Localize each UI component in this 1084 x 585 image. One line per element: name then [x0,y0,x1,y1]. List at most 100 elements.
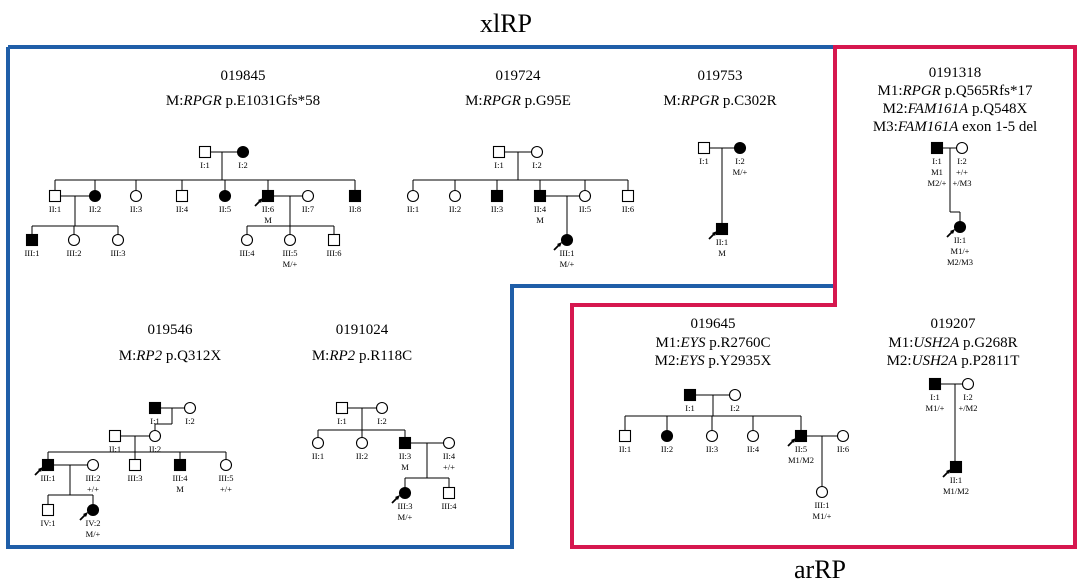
member-i-1: I:1 [697,141,711,166]
unaffected-female-symbol [375,401,389,415]
member-label: I:2 [185,416,194,426]
genotype-label: +/M3 [953,178,972,188]
member-iii-3: III:3 [110,233,126,258]
member-ii-1: II:1M [708,222,728,258]
family-id: 019546 [148,322,194,338]
mutation-text: M3: [873,119,898,135]
member-label: I:2 [532,160,541,170]
member-ii-8: II:8 [348,189,362,214]
member-label: II:3 [130,204,142,214]
gene-name: RP2 [135,348,162,364]
member-label: II:2 [89,204,101,214]
affected-female-symbol [218,189,232,203]
gene-name: RPGR [902,83,941,99]
member-label: III:3 [397,501,412,511]
genotype-label: M1/+ [951,246,970,256]
member-ii-3: II:3M [398,436,412,472]
member-ii-3: II:3 [490,189,504,214]
member-i-2: I:2 [375,401,389,426]
member-ii-4: II:4M [534,189,547,225]
genotype-label: M/+ [733,167,748,177]
member-label: II:6 [622,204,634,214]
mutation-text: p.C302R [719,93,777,109]
mutation-text: M1: [888,335,913,351]
genotype-label: M1 [931,167,943,177]
mutation-text: p.G268R [959,335,1017,351]
member-ii-1: II:1M1/+M2/M3 [946,220,973,267]
member-iii-6: III:6 [326,233,342,258]
proband-arrowhead-icon [950,229,955,234]
gene-name: EYS [679,335,706,351]
member-ii-2: II:2 [661,429,673,454]
member-label: IV:2 [86,518,101,528]
gene-name: RPGR [482,93,521,109]
genotype-label: M1/M2 [943,486,969,496]
mutation-text: p.G95E [521,93,571,109]
unaffected-female-symbol [148,429,162,443]
gene-name: USH2A [913,335,960,351]
gene-name: EYS [679,353,706,369]
unaffected-female-symbol [86,458,100,472]
mutation-text: M: [312,348,330,364]
member-label: II:3 [706,444,718,454]
mutation-text: M2: [887,353,912,369]
proband-arrowhead-icon [712,231,717,236]
unaffected-female-symbol [301,189,315,203]
member-label: II:4 [443,451,456,461]
affected-male-symbol [398,436,412,450]
proband-arrowhead-icon [395,495,400,500]
member-iii-3: III:3M/+ [391,486,413,522]
unaffected-female-symbol [578,189,592,203]
mutation-line: M:RPGR p.E1031Gfs*58 [166,93,320,109]
family-id: 019845 [221,68,266,84]
member-label: III:3 [127,473,142,483]
member-label: I:1 [200,160,209,170]
arrp-group-label: arRP [794,555,846,584]
unaffected-female-symbol [406,189,420,203]
member-iv-1: IV:1 [41,503,55,528]
member-label: II:6 [262,204,274,214]
unaffected-female-symbol [311,436,325,450]
member-label: II:1 [716,237,728,247]
unaffected-male-symbol [697,141,711,155]
mutation-text: p.R2760C [706,335,771,351]
member-ii-4: II:4 [747,429,760,454]
unaffected-female-symbol [836,429,850,443]
member-i-1: I:1 [492,145,506,170]
mutation-line: M2:EYS p.Y2935X [655,353,772,369]
affected-male-symbol [490,189,504,203]
proband-arrowhead-icon [258,198,263,203]
member-iii-1: III:1 [34,458,56,483]
member-iii-3: III:3 [127,458,143,483]
mutation-text: exon 1-5 del [958,119,1037,135]
member-ii-6: II:6 [836,429,850,454]
member-iii-5: III:5+/+ [218,458,234,494]
member-ii-5: II:5M1/M2 [787,429,814,465]
affected-male-symbol [683,388,697,402]
member-label: I:1 [494,160,503,170]
proband-arrowhead-icon [38,467,43,472]
member-i-1: I:1 [148,401,162,426]
mutation-line: M1:RPGR p.Q565Rfs*17 [877,83,1033,99]
affected-male-symbol [928,377,942,391]
affected-male-symbol [949,460,963,474]
xlrp-group-border [6,45,837,549]
affected-female-symbol [236,145,250,159]
genotype-label: M/+ [86,529,101,539]
proband-arrowhead-icon [83,512,88,517]
member-label: II:5 [795,444,807,454]
member-i-2: I:2+/++/M3 [953,141,972,188]
mutation-line: M1:EYS p.R2760C [655,335,770,351]
member-iii-1: III:1M1/+ [813,485,832,521]
unaffected-female-symbol [530,145,544,159]
member-ii-1: II:1 [49,189,61,214]
member-label: II:2 [149,444,161,454]
mutation-text: M: [119,348,137,364]
affected-male-symbol [348,189,362,203]
member-label: II:4 [747,444,760,454]
unaffected-female-symbol [283,233,297,247]
